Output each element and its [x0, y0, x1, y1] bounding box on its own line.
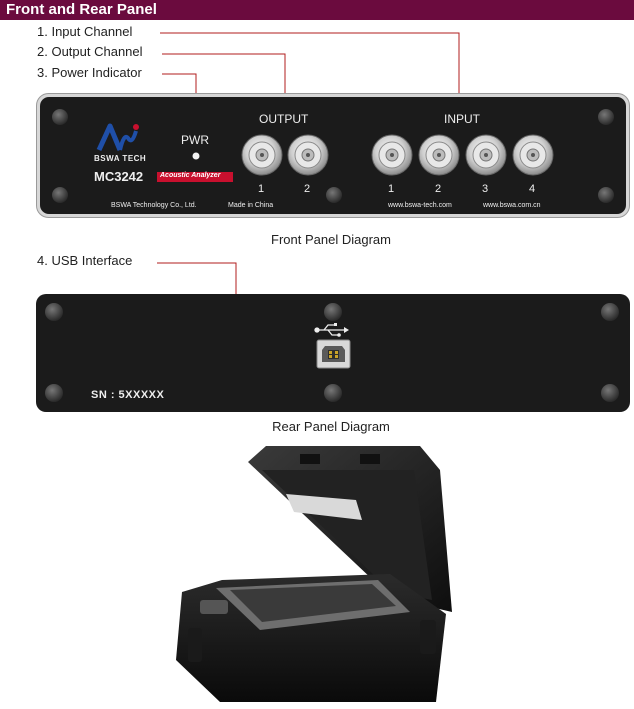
screw-icon [52, 187, 68, 203]
screw-icon [601, 303, 619, 321]
input-bnc-3-icon [465, 134, 507, 176]
leader-output-channel [162, 53, 286, 111]
output-number-2: 2 [304, 183, 311, 195]
input-number-2: 2 [435, 183, 442, 195]
screw-icon [52, 109, 68, 125]
model-label: MC3242 [94, 169, 144, 184]
screw-icon [45, 384, 63, 402]
screw-icon [45, 303, 63, 321]
output-bnc-1-icon [241, 134, 283, 176]
front-panel-body [36, 93, 630, 218]
output-label: OUTPUT [259, 112, 309, 126]
usb-symbol-icon [314, 323, 349, 337]
callout-power-indicator: 3. Power Indicator [37, 65, 142, 80]
lid-label [286, 494, 362, 520]
serial-number: SN : 5XXXXX [91, 389, 165, 401]
section-header: Front and Rear Panel [0, 0, 634, 20]
latch-icon [200, 600, 228, 614]
rear-panel-body [36, 294, 630, 412]
front-panel-caption: Front Panel Diagram [271, 232, 391, 247]
screw-icon [324, 384, 342, 402]
rear-panel-caption: Rear Panel Diagram [272, 419, 390, 434]
pwr-label: PWR [181, 133, 209, 147]
screw-icon [598, 109, 614, 125]
input-number-4: 4 [529, 183, 536, 195]
website-1-label: www.bswa-tech.com [388, 202, 452, 209]
input-number-1: 1 [388, 183, 395, 195]
callout-output-channel: 2. Output Channel [37, 44, 143, 59]
company-label: BSWA Technology Co., Ltd. [111, 202, 197, 209]
screw-icon [324, 303, 342, 321]
output-bnc-2-icon [287, 134, 329, 176]
input-label: INPUT [444, 112, 480, 126]
input-bnc-1-icon [371, 134, 413, 176]
bswa-logo-icon [96, 123, 139, 152]
hinge-icon [360, 454, 380, 464]
screw-icon [601, 384, 619, 402]
front-panel: BSWA TECH MC3242 Acoustic Analyzer PWR O… [36, 93, 630, 218]
usb-port-icon [316, 339, 351, 369]
logo-text: BSWA TECH [94, 154, 147, 163]
callout-input-channel: 1. Input Channel [37, 24, 133, 39]
input-bnc-4-icon [512, 134, 554, 176]
power-led-icon [192, 152, 200, 160]
leader-input-channel [160, 32, 460, 106]
section-title: Front and Rear Panel [6, 1, 157, 18]
screw-icon [598, 187, 614, 203]
product-badge: Acoustic Analyzer [160, 172, 221, 179]
made-in-label: Made in China [228, 202, 274, 209]
hinge-icon [300, 454, 320, 464]
website-2-label: www.bswa.com.cn [483, 202, 541, 209]
input-number-3: 3 [482, 183, 489, 195]
callout-usb-interface: 4. USB Interface [37, 253, 133, 268]
input-bnc-2-icon [418, 134, 460, 176]
screw-icon [326, 187, 342, 203]
rear-panel: SN : 5XXXXX [36, 294, 630, 412]
product-badge-bg [157, 172, 233, 182]
output-number-1: 1 [258, 183, 265, 195]
